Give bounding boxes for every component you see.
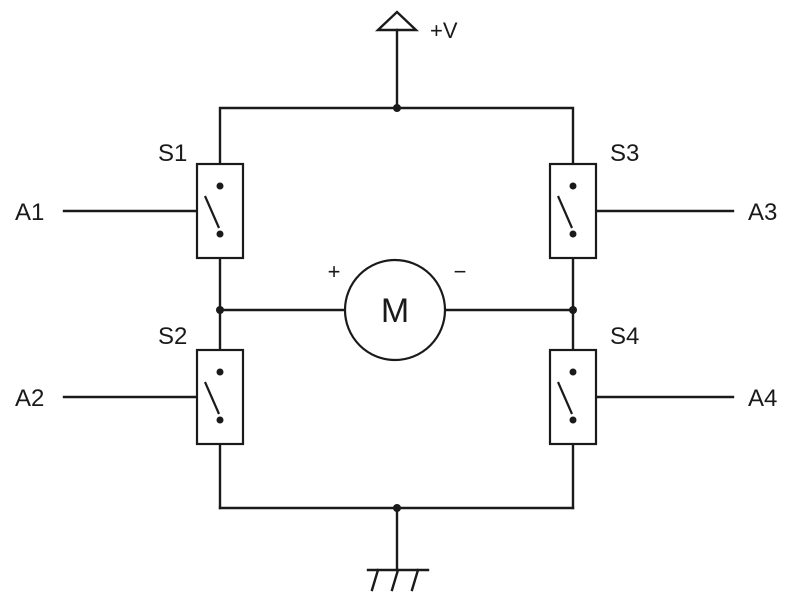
motor: M + − [328, 258, 467, 362]
top-rail-wire [218, 106, 575, 164]
switch-s3: S3 A3 [548, 140, 777, 260]
switch-s2: S2 A2 [15, 323, 245, 446]
switch-s1-label: S1 [158, 140, 187, 167]
switch-s2-contact-top [216, 368, 224, 376]
switch-s3-blade [556, 195, 574, 229]
motor-label: M [381, 292, 409, 330]
switch-s2-contact-bottom [216, 416, 224, 424]
input-a1-label: A1 [15, 199, 44, 226]
motor-plus-label: + [328, 259, 341, 284]
supply-label: +V [430, 18, 458, 43]
input-a3-label: A3 [748, 199, 777, 226]
motor-circle [343, 258, 447, 362]
switch-s4-blade [556, 381, 574, 415]
switch-s2-blade [203, 381, 221, 415]
switch-s4-label: S4 [610, 323, 639, 350]
switch-s4-contact-bottom [569, 416, 577, 424]
motor-minus-label: − [454, 259, 467, 284]
switch-s2-box [195, 348, 245, 446]
switch-s4-box [548, 348, 598, 446]
switch-s3-contact-bottom [569, 230, 577, 238]
ground-symbol-icon [366, 506, 430, 592]
right-mid-junction [569, 306, 577, 314]
input-a4-label: A4 [748, 385, 777, 412]
left-mid-junction [216, 306, 224, 314]
switch-s4-contact-top [569, 368, 577, 376]
switch-s1-box [195, 162, 245, 260]
input-a2-label: A2 [15, 385, 44, 412]
supply-symbol: +V [374, 10, 458, 112]
supply-arrow-icon [374, 10, 420, 32]
switch-s3-label: S3 [610, 140, 639, 167]
switch-s2-label: S2 [158, 323, 187, 350]
switch-s1: S1 A1 [15, 140, 245, 260]
switch-s4: S4 A4 [548, 323, 777, 446]
switch-s1-blade [203, 195, 221, 229]
switch-s1-contact-top [216, 182, 224, 190]
switch-s3-box [548, 162, 598, 260]
switch-s1-contact-bottom [216, 230, 224, 238]
switch-s3-contact-top [569, 182, 577, 190]
